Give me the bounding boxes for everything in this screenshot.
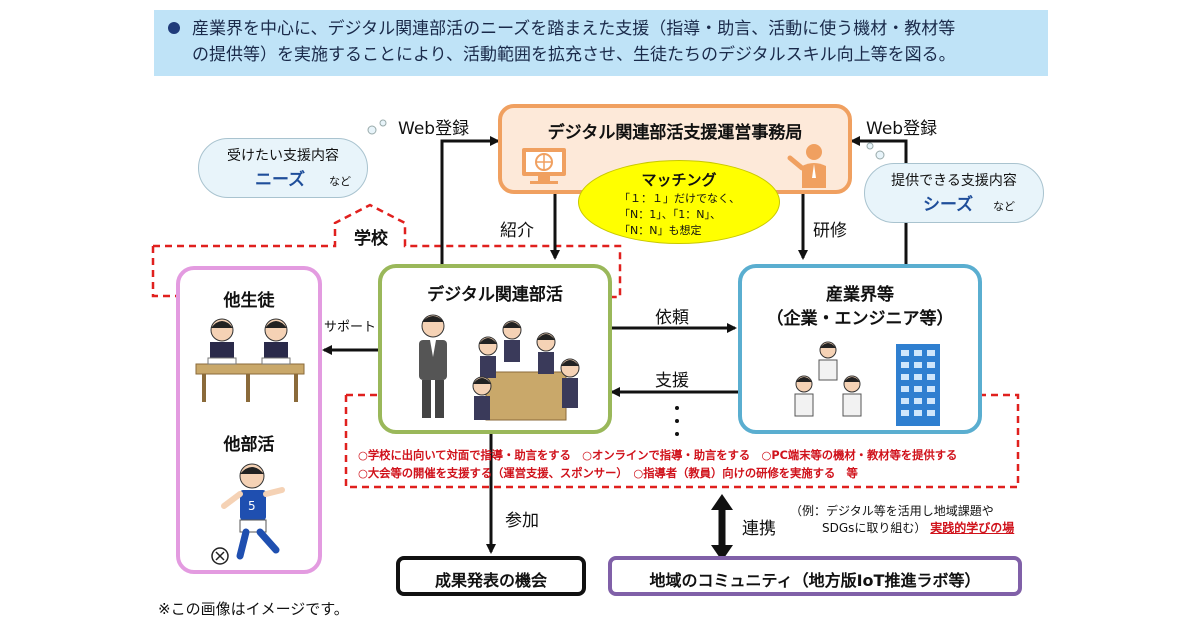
needs-emphasis: ニーズ (255, 170, 306, 190)
summary-banner: 産業界を中心に、デジタル関連部活のニーズを踏まえた支援（指導・助言、活動に使う機… (154, 10, 1048, 76)
training-label: 研修 (813, 221, 847, 241)
industry-title: 産業界等 (826, 285, 894, 305)
seeds-suffix: など (993, 200, 1015, 213)
web-register-left-label: Web登録 (398, 119, 470, 139)
needs-suffix: など (329, 175, 351, 188)
introduce-label: 紹介 (500, 221, 534, 241)
seeds-cloud: 提供できる支援内容 シーズ など (864, 163, 1044, 223)
soccer-player-icon: 5 (211, 463, 285, 565)
support-list-boundary (344, 393, 1020, 489)
businessman-icon (787, 144, 826, 188)
other-clubs-title: 他部活 (223, 435, 275, 455)
results-presentation-label: 成果発表の機会 (434, 571, 547, 590)
support-activities-line-2: ○大会等の開催を支援する（運営支援、スポンサー） ○指導者（教員）向けの研修を実… (358, 467, 858, 480)
club-students-icon (472, 320, 580, 421)
web-register-right-label: Web登録 (866, 119, 938, 139)
request-label: 依頼 (655, 308, 689, 328)
needs-cloud: 受けたい支援内容 ニーズ など (198, 138, 368, 198)
digital-club-title: デジタル関連部活 (427, 285, 563, 305)
results-presentation-box: 成果発表の機会 (396, 556, 586, 596)
bullet-icon (168, 22, 180, 34)
seeds-cloud-text: 提供できる支援内容 (891, 173, 1017, 189)
support-activities-line-1: ○学校に出向いて対面で指導・助言をする ○オンラインで指導・助言をする ○PC端… (358, 449, 958, 462)
practical-learning-highlight: 実践的学びの場 (930, 521, 1015, 535)
other-students-title: 他生徒 (223, 291, 275, 311)
computer-globe-icon (522, 148, 566, 184)
local-community-box: 地域のコミュニティ（地方版IoT推進ラボ等） (608, 556, 1022, 596)
summary-line-2: の提供等）を実施することにより、活動範囲を拡充させ、生徒たちのデジタルスキル向上… (192, 45, 956, 65)
matching-notes: 「１：１」だけでなく、 「N：1」、「1：N」、 「N：N」も想定 (619, 191, 740, 239)
svg-text:5: 5 (248, 499, 256, 513)
summary-line-1: 産業界を中心に、デジタル関連部活のニーズを踏まえた支援（指導・助言、活動に使う機… (192, 19, 956, 39)
engineers-icon (794, 341, 862, 417)
summary-text: 産業界を中心に、デジタル関連部活のニーズを踏まえた支援（指導・助言、活動に使う機… (192, 16, 1042, 68)
cooperation-note: （例：デジタル等を活用し地域課題や SDGsに取り組む） 実践的学びの場 (790, 503, 1050, 537)
support-office-title: デジタル関連部活支援運営事務局 (547, 123, 803, 143)
matching-line-2: 「N：1」、「1：N」、 (619, 208, 721, 221)
support-label: 支援 (655, 371, 689, 391)
local-community-label: 地域のコミュニティ（地方版IoT推進ラボ等） (649, 571, 981, 590)
needs-cloud-text: 受けたい支援内容 (227, 148, 339, 164)
school-boundary-left (151, 246, 176, 298)
cooperation-label: 連携 (742, 519, 776, 539)
school-boundary (153, 203, 622, 299)
image-footnote: ※この画像はイメージです。 (158, 600, 349, 618)
web-register-right-arrow (850, 136, 908, 266)
industry-box: 産業界等 （企業・エンジニア等） (738, 264, 982, 434)
matching-line-3: 「N：N」も想定 (619, 224, 702, 237)
teacher-icon (419, 314, 447, 418)
digital-club-box: デジタル関連部活 (378, 264, 612, 434)
classroom-students-icon (195, 318, 305, 402)
support-activities-list: ○学校に出向いて対面で指導・助言をする ○オンラインで指導・助言をする ○PC端… (358, 447, 1008, 483)
industry-subtitle: （企業・エンジニア等） (766, 309, 954, 329)
matching-bubble: マッチング 「１：１」だけでなく、 「N：1」、「1：N」、 「N：N」も想定 (578, 160, 780, 244)
cooperation-note-line-1: （例：デジタル等を活用し地域課題や (790, 504, 994, 518)
web-register-left-arrow (440, 136, 500, 264)
support-students-label: サポート (324, 320, 377, 335)
school-label: 学校 (354, 229, 388, 249)
cooperation-note-line-2: SDGsに取り組む） (822, 521, 927, 535)
other-students-box: 他生徒 他部活 5 (176, 266, 322, 574)
seeds-emphasis: シーズ (923, 195, 974, 215)
matching-line-1: 「１：１」だけでなく、 (619, 192, 740, 205)
matching-title: マッチング (641, 171, 717, 189)
participate-label: 参加 (505, 511, 539, 531)
office-building-icon (896, 344, 940, 426)
